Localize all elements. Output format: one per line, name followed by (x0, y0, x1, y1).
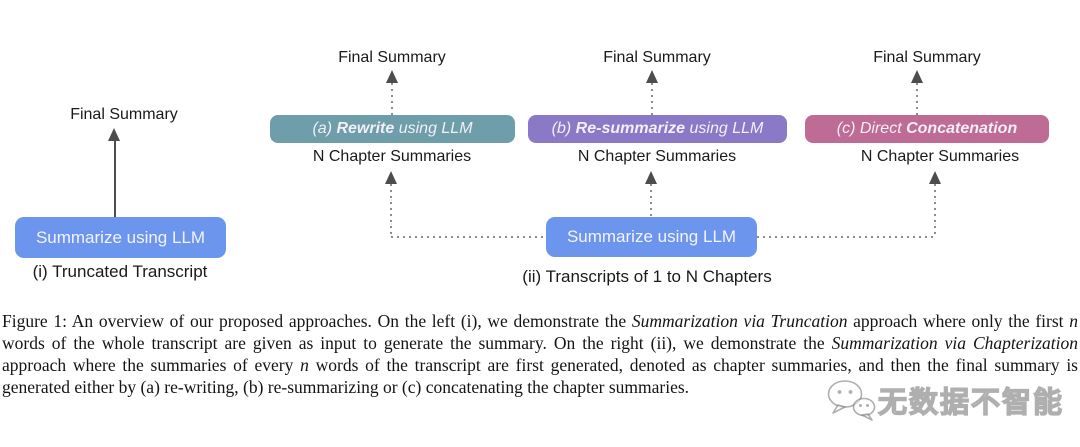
caption-segment: words of the whole transcript are given … (2, 333, 832, 353)
dotted-line-a-bottom (390, 184, 392, 237)
summarize-llm-box-left: Summarize using LLM (15, 217, 226, 258)
summarize-llm-box-center-label: Summarize using LLM (566, 227, 737, 246)
caption-segment: Figure 1: (2, 311, 72, 331)
caption-segment: n (300, 355, 309, 375)
caption-segment: approach where the summaries of every (2, 355, 301, 375)
approach-box-rewrite: (a) Rewrite using LLM (270, 115, 515, 143)
approach-a-suffix: using LLM (394, 120, 473, 137)
arrow-up-icon-b-bottom (645, 171, 657, 184)
caption-segment: Summarization via Chapterization (831, 333, 1079, 353)
caption-segment: An overview of our proposed approaches. … (71, 311, 632, 331)
summarize-llm-box-left-label: Summarize using LLM (35, 227, 206, 247)
arrow-up-icon-left (108, 128, 120, 141)
final-summary-label-b: Final Summary (603, 49, 711, 66)
arrow-up-icon-c-top (911, 70, 923, 83)
caption-segment: Summarization via Truncation (631, 311, 848, 331)
arrow-up-icon-a-bottom (385, 171, 397, 184)
chapter-summaries-label-b: N Chapter Summaries (577, 148, 737, 165)
approach-c-prefix: (c) Direct (836, 120, 907, 137)
approach-c-keyword: Concatenation (906, 120, 1018, 137)
approach-box-resummarize: (b) Re-summarize using LLM (528, 115, 787, 143)
dotted-connector-left (391, 236, 547, 238)
summarize-llm-box-center: Summarize using LLM (546, 217, 757, 257)
approach-a-prefix: (a) (312, 120, 337, 137)
dotted-line-c-bottom (934, 184, 936, 237)
dotted-connector-right (757, 236, 936, 238)
figure-caption: Figure 1: An overview of our proposed ap… (2, 310, 1078, 398)
transcripts-chapters-label: (ii) Transcripts of 1 to N Chapters (522, 267, 772, 286)
approach-b-suffix: using LLM (685, 120, 764, 137)
final-summary-label-a: Final Summary (338, 49, 446, 66)
dotted-line-b-top (651, 83, 653, 115)
chapter-summaries-label-a: N Chapter Summaries (312, 148, 472, 165)
approach-b-keyword: Re-summarize (575, 120, 686, 137)
final-summary-label-c: Final Summary (873, 49, 981, 66)
arrow-up-icon-b-top (646, 70, 658, 83)
dotted-line-c-top (916, 83, 918, 115)
caption-segment: approach where only the first (847, 311, 1070, 331)
truncated-transcript-label: (i) Truncated Transcript (32, 262, 208, 281)
arrow-up-icon-c-bottom (929, 171, 941, 184)
arrow-up-icon-a-top (386, 70, 398, 83)
approach-a-keyword: Rewrite (336, 120, 395, 137)
dotted-line-a-top (391, 83, 393, 115)
dotted-line-b-bottom (650, 184, 652, 217)
arrow-line-left (114, 140, 116, 217)
chapter-summaries-label-c: N Chapter Summaries (860, 148, 1020, 165)
final-summary-label-left: Final Summary (70, 106, 178, 123)
caption-segment: n (1069, 311, 1078, 331)
approach-b-prefix: (b) (551, 120, 576, 137)
approach-box-concatenation: (c) Direct Concatenation (805, 115, 1049, 143)
caption-segment: words of the transcript are first genera… (2, 355, 1078, 397)
